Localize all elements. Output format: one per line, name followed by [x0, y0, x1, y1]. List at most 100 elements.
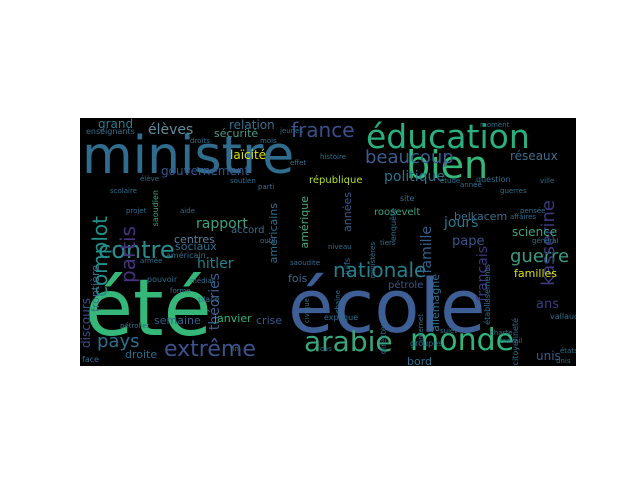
word-cloud-word: roosevelt [374, 207, 421, 218]
word-cloud-word: nationale [333, 258, 427, 282]
word-cloud-word: république [309, 175, 363, 186]
word-cloud-word: france [291, 118, 355, 142]
word-cloud-word: pétrole [388, 280, 424, 291]
word-cloud-word: jeunes [280, 127, 304, 135]
word-cloud-word: amérique [298, 196, 311, 249]
word-cloud-word: fois [288, 272, 308, 285]
word-cloud-word: pouvoir [147, 275, 178, 284]
word-cloud-word: bien [406, 143, 489, 187]
word-cloud-word: effet [290, 159, 307, 167]
word-cloud-word: ministères [369, 242, 377, 279]
word-cloud-word: sociaux [175, 240, 217, 253]
word-cloud-word: saoudite [290, 259, 321, 267]
word-cloud-word: place [198, 295, 220, 304]
word-cloud-word: accord [231, 225, 265, 236]
word-cloud-word: élèves [148, 122, 194, 138]
word-cloud-word: internet [417, 314, 425, 342]
word-cloud-word: soutien [230, 177, 256, 185]
word-cloud-word: été [85, 264, 212, 354]
word-cloud-word: arabie [304, 325, 393, 358]
word-cloud-word: histoire [320, 153, 347, 161]
word-cloud-word: ministre [82, 126, 295, 186]
word-cloud-word: beaucoup [365, 147, 454, 168]
word-cloud-word: centres [174, 233, 215, 246]
word-cloud-word: allemagne [429, 274, 442, 332]
word-cloud-word: familles [514, 267, 557, 280]
word-cloud-word: étude [440, 177, 461, 185]
word-cloud-word: chaîne [334, 290, 342, 314]
word-cloud-word: janvier [214, 312, 252, 325]
word-cloud-word: juifs [343, 258, 352, 275]
word-cloud-word: unis [556, 357, 571, 365]
word-cloud-word: bord [407, 355, 433, 366]
word-cloud-word: site [400, 194, 415, 203]
word-cloud-word: école [288, 264, 486, 350]
word-cloud-word: relation [229, 118, 275, 132]
word-cloud-word: américains [267, 203, 280, 264]
word-cloud-word: général [532, 237, 559, 245]
word-cloud-word: forme [170, 287, 191, 295]
word-cloud-word: famille [419, 226, 435, 274]
word-cloud-word: unis [536, 349, 561, 363]
word-cloud-word: civique [303, 298, 311, 324]
word-cloud-word: semaine [154, 314, 201, 327]
word-cloud-word: charte [490, 329, 513, 337]
word-cloud-word: années [341, 192, 354, 232]
word-cloud-word: rapport [196, 216, 248, 232]
word-cloud-word: politique [384, 169, 445, 185]
word-cloud-word: sécurité [214, 127, 259, 140]
word-cloud-word: discours [80, 298, 93, 348]
word-cloud-word: moment [480, 121, 510, 129]
word-cloud-word: parti [258, 183, 275, 191]
word-cloud-word: monde [410, 323, 515, 358]
word-cloud-word: vallaud [550, 312, 576, 321]
word-cloud-word: jours [444, 215, 479, 231]
word-cloud-word: science [512, 225, 558, 239]
word-cloud-word: travail [500, 337, 523, 345]
word-cloud-word: extrême [164, 337, 256, 362]
word-cloud-word: américain [166, 251, 206, 260]
word-cloud-word: droits [190, 137, 210, 145]
word-cloud-word: hitler [197, 256, 234, 272]
word-cloud-word: projet [126, 207, 147, 215]
word-cloud-word: ans [536, 297, 559, 312]
word-cloud-word: établissements [483, 264, 492, 325]
word-cloud-word: états [560, 347, 576, 355]
word-cloud-word: pape [452, 234, 485, 249]
word-cloud-word: mois [260, 137, 277, 145]
word-cloud-word: contre [98, 236, 175, 264]
word-cloud-word: gouvernement [161, 164, 250, 178]
word-cloud-word: face [82, 355, 100, 364]
word-cloud-word: éducation [366, 118, 530, 156]
word-cloud-word: grand [98, 118, 134, 131]
word-cloud-word: fin [230, 345, 239, 353]
word-cloud-word: directeur [379, 318, 388, 355]
word-cloud-word: élève [140, 175, 160, 183]
word-cloud-word: tiers [380, 239, 396, 247]
word-cloud-word: réseaux [510, 149, 558, 163]
word-cloud-word: pétrolier [120, 322, 150, 330]
word-cloud-word: outil [260, 237, 276, 245]
word-cloud-word: groupes [410, 339, 443, 348]
word-cloud-word: pensée [520, 207, 546, 215]
word-cloud-word: sujet [440, 327, 458, 335]
word-cloud-word: partis [116, 226, 140, 283]
word-cloud-word: médias [190, 277, 216, 285]
word-cloud-word: enquête [389, 208, 398, 242]
word-cloud-word: belkacem [454, 210, 508, 223]
word-cloud-word: pays [97, 331, 140, 352]
word-cloud-word: armée [140, 257, 163, 265]
word-cloud-word: niveau [328, 243, 352, 251]
word-cloud-word: aide [180, 207, 195, 215]
word-cloud-word: année [460, 181, 482, 189]
word-cloud-word: enseignants [86, 127, 135, 136]
word-cloud-word: explique [324, 313, 359, 322]
word-cloud-word: crise [256, 314, 283, 327]
word-cloud-word: affaires [510, 213, 537, 221]
word-cloud-word: scolaire [110, 187, 137, 195]
word-cloud-word: droite [125, 348, 158, 361]
word-cloud-word: guerres [500, 187, 527, 195]
word-cloud-word: ville [540, 177, 555, 185]
word-cloud-word: question [476, 175, 511, 184]
